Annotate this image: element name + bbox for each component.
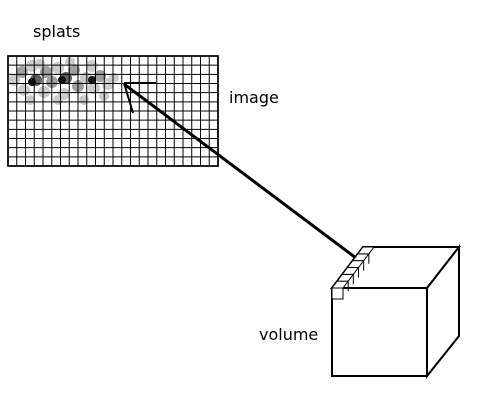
splat-core — [58, 76, 66, 84]
voxel-row — [330, 246, 376, 300]
splat — [52, 62, 64, 74]
volume-cube-side-face — [426, 244, 460, 379]
splat — [68, 64, 80, 76]
splat — [86, 60, 98, 72]
volume-cube — [329, 244, 462, 379]
splat — [94, 70, 106, 82]
image-label: image — [229, 88, 279, 107]
projection-arrow-shaft — [123, 82, 357, 260]
voxel-front — [331, 287, 344, 300]
volume-label: volume — [259, 325, 319, 344]
voxel — [356, 246, 376, 255]
splat — [25, 95, 35, 105]
splat — [65, 57, 75, 67]
splat — [79, 95, 89, 105]
splat-core — [88, 76, 96, 84]
splat — [38, 86, 50, 98]
splat — [18, 84, 30, 96]
image-grid-outline — [7, 55, 219, 167]
projection-arrow-head-vertical — [123, 82, 134, 114]
volume-cube-front-face — [331, 287, 428, 377]
splat-core — [28, 78, 36, 86]
splat — [109, 73, 119, 83]
splat — [53, 95, 63, 105]
splat — [26, 60, 38, 72]
splat — [16, 66, 28, 78]
image-grid-overlay — [7, 55, 219, 167]
projection-arrow — [123, 82, 357, 260]
splats-label: splats — [33, 22, 81, 41]
splat — [88, 82, 100, 94]
